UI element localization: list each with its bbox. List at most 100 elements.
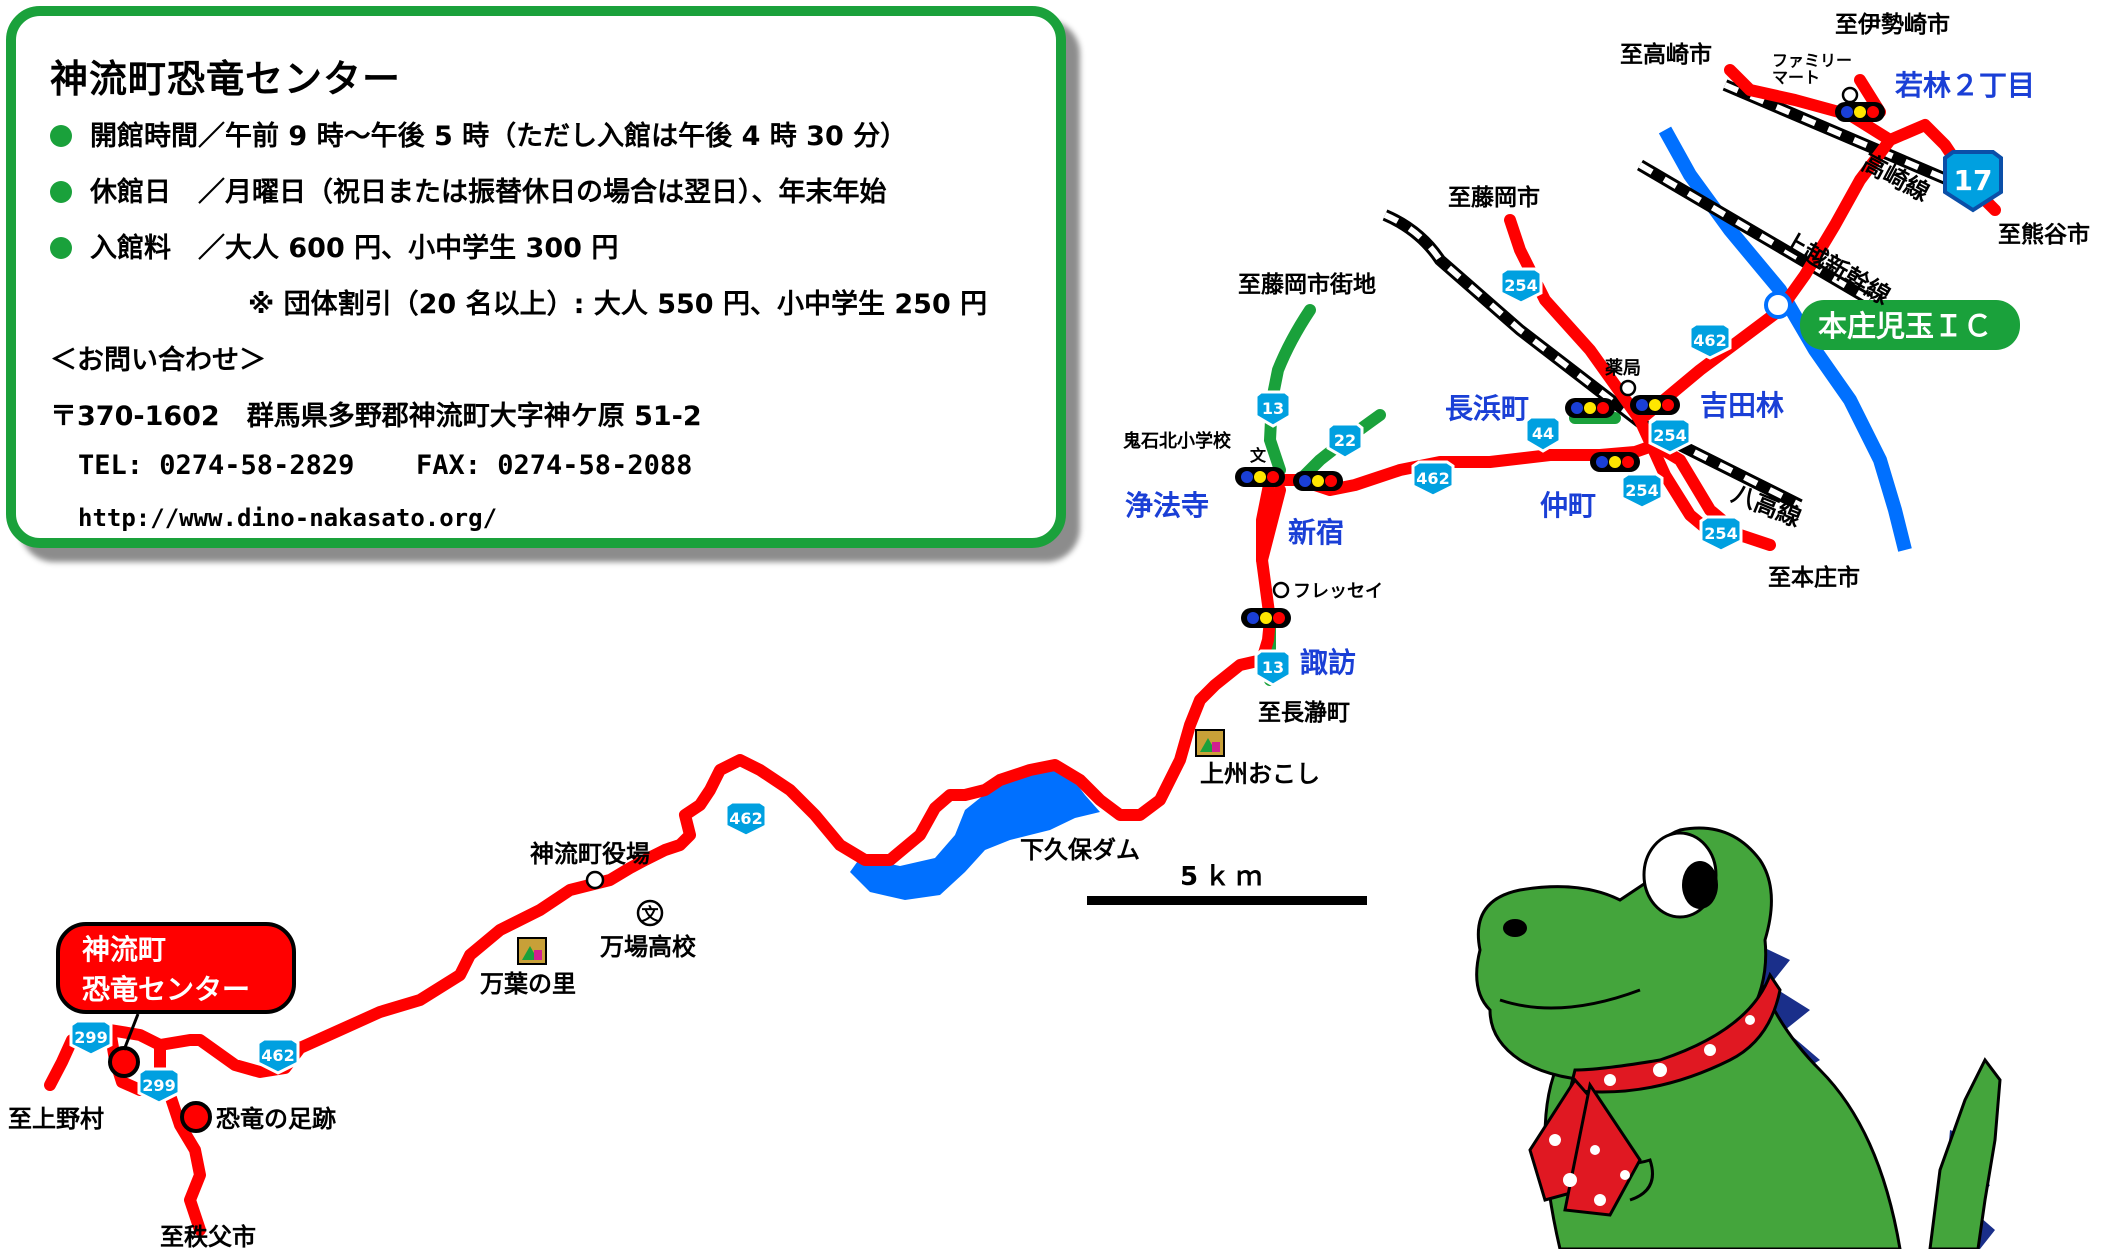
route-shield-254c: 254 [1620, 472, 1664, 510]
traffic-signal-icon [1590, 452, 1640, 472]
info-closed: 休館日 ／月曜日（祝日または振替休日の場合は翌日）、年末年始 [50, 170, 887, 209]
traffic-signal-icon [1835, 102, 1885, 122]
svg-text:22: 22 [1334, 431, 1356, 450]
label-joshu: 上州おこし [1200, 760, 1320, 788]
fresay-marker-icon [1272, 581, 1290, 599]
info-contact-heading: ＜お問い合わせ＞ [50, 345, 266, 376]
svg-text:254: 254 [1625, 481, 1658, 500]
svg-text:299: 299 [74, 1028, 107, 1047]
label-townhall: 神流町役場 [530, 840, 650, 868]
svg-text:254: 254 [1653, 426, 1686, 445]
route-shield-299b: 299 [137, 1067, 181, 1105]
info-closed-text: 休館日 ／月曜日（祝日または振替休日の場合は翌日）、年末年始 [90, 177, 887, 208]
intersection-wakabayashi: 若林２丁目 [1895, 69, 2035, 102]
interchange-label: 本庄児玉ＩＣ [1818, 309, 1992, 343]
svg-text:文: 文 [642, 904, 660, 925]
info-group: ※ 団体割引（20 名以上）: 大人 550 円、小中学生 250 円 [248, 289, 988, 320]
route-shield-462a: 462 [256, 1037, 300, 1075]
route-shield-254b: 254 [1648, 417, 1692, 455]
route-shield-13a: 13 [1254, 390, 1292, 428]
townhall-marker-icon [585, 870, 605, 890]
route-shield-299a: 299 [69, 1019, 113, 1057]
intersection-labels: 浄法寺 新宿 諏訪 長浜町 吉田林 仲町 若林２丁目 [1125, 69, 2035, 679]
roadside-station-icon [1195, 729, 1225, 757]
bullet-icon [50, 237, 72, 259]
center-label-line1: 神流町 [82, 933, 167, 966]
svg-text:13: 13 [1262, 399, 1284, 418]
svg-text:254: 254 [1504, 276, 1537, 295]
svg-text:13: 13 [1262, 658, 1284, 677]
label-honjo: 至本庄市 [1768, 564, 1860, 591]
svg-text:462: 462 [261, 1046, 294, 1065]
svg-text:462: 462 [1693, 331, 1726, 350]
route-shield-462c: 462 [1411, 460, 1455, 498]
center-marker-icon [108, 1046, 140, 1078]
intersection-suwa: 諏訪 [1300, 646, 1356, 679]
route-shield-44: 44 [1524, 415, 1562, 453]
label-ueno: 至上野村 [8, 1105, 104, 1133]
traffic-signal-icon [1565, 398, 1615, 418]
info-fee-text: 入館料 ／大人 600 円、小中学生 300 円 [90, 233, 619, 264]
svg-text:299: 299 [142, 1076, 175, 1095]
label-kumagaya: 至熊谷市 [1998, 221, 2090, 248]
label-manyo: 万葉の里 [480, 970, 576, 998]
route-shield-462b: 462 [724, 800, 768, 838]
footprint-marker-icon [180, 1101, 212, 1133]
info-url[interactable]: http://www.dino-nakasato.org/ [78, 504, 498, 532]
center-label: 神流町 恐竜センター [56, 922, 296, 1014]
label-fresay: フレッセイ [1293, 581, 1383, 602]
intersection-yoshidabayashi: 吉田林 [1700, 389, 1784, 422]
traffic-signal-icon [1235, 467, 1285, 487]
traffic-signal-icon [1241, 608, 1291, 628]
label-familymart: ファミリーマート [1772, 51, 1852, 87]
route-shield-462d: 462 [1688, 322, 1732, 360]
school-icon: 文 [1250, 446, 1267, 465]
route-shield-13b: 13 [1254, 649, 1292, 687]
scale-label: 5ｋｍ [1180, 862, 1268, 892]
place-labels: 至上野村 至秩父市 恐竜の足跡 万葉の里 神流町役場 万場高校 下久保ダム 上州… [8, 11, 2090, 1249]
label-chichibu: 至秩父市 [160, 1223, 256, 1249]
intersection-joboji: 浄法寺 [1125, 489, 1209, 522]
route-shield-254d: 254 [1699, 515, 1743, 553]
label-fujioka-gaichi: 至藤岡市街地 [1238, 271, 1376, 298]
dinosaur-mascot-icon [1475, 826, 2002, 1249]
school-icon: 文 [636, 899, 664, 927]
interchange-badge [1800, 300, 2020, 350]
yakkyoku-marker-icon [1619, 379, 1637, 397]
interchange-icon [1764, 291, 1792, 319]
info-hours: 開館時間／午前 9 時〜午後 5 時（ただし入館は午後 4 時 30 分） [50, 114, 907, 153]
svg-text:17: 17 [1954, 164, 1993, 197]
route-shield-254a: 254 [1499, 267, 1543, 305]
center-label-line2: 恐竜センター [82, 973, 251, 1006]
shimokubo-dam-lake [850, 762, 1100, 900]
label-fujioka: 至藤岡市 [1448, 184, 1540, 211]
traffic-signal-icon [1630, 395, 1680, 415]
info-title: 神流町恐竜センター [50, 57, 402, 101]
bullet-icon [50, 125, 72, 147]
intersection-shinjuku: 新宿 [1288, 516, 1344, 549]
intersection-nagahama: 長浜町 [1445, 392, 1529, 425]
bullet-icon [50, 181, 72, 203]
info-tel: TEL: 0274-58-2829 [78, 450, 355, 481]
svg-text:462: 462 [1416, 469, 1449, 488]
roadside-station-icon [517, 937, 547, 965]
traffic-signal-icon [1293, 471, 1343, 491]
label-isesaki: 至伊勢崎市 [1835, 11, 1950, 38]
tone-river [1658, 126, 1912, 552]
label-shimokubo: 下久保ダム [1020, 836, 1140, 864]
info-fee: 入館料 ／大人 600 円、小中学生 300 円 [50, 226, 618, 265]
label-takasaki: 至高崎市 [1620, 41, 1712, 68]
label-onishi-school: 鬼石北小学校 [1123, 430, 1232, 452]
svg-text:254: 254 [1704, 524, 1737, 543]
route-shield-17: 17 [1943, 150, 2003, 213]
info-fax: FAX: 0274-58-2088 [416, 450, 693, 481]
label-footprint: 恐竜の足跡 [216, 1105, 336, 1133]
info-address: 〒370-1602 群馬県多野郡神流町大字神ケ原 51-2 [50, 401, 702, 432]
info-box: 神流町恐竜センター 開館時間／午前 9 時〜午後 5 時（ただし入館は午後 4 … [6, 6, 1066, 548]
label-manba-hs: 万場高校 [600, 933, 697, 961]
railway-lines [1382, 79, 1963, 511]
svg-text:44: 44 [1532, 424, 1554, 443]
intersection-nakamachi: 仲町 [1540, 489, 1596, 522]
svg-text:462: 462 [729, 809, 762, 828]
